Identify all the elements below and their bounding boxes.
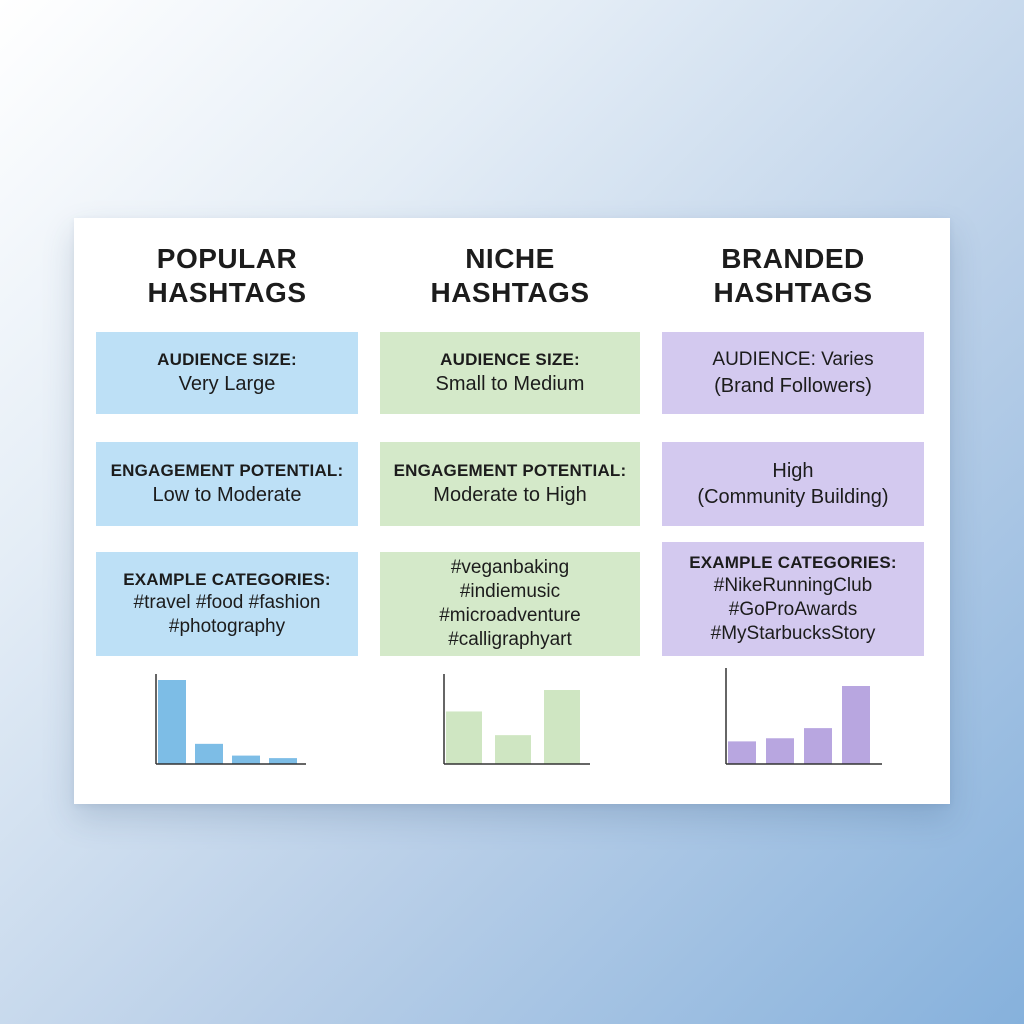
mini-bar-chart-popular <box>155 674 306 765</box>
engagement-label: ENGAGEMENT POTENTIAL: <box>110 461 344 480</box>
example-tag: #NikeRunningClub <box>713 575 873 596</box>
engagement-value: Moderate to High <box>433 484 587 506</box>
audience-value: Very Large <box>178 373 276 395</box>
engagement-box-branded: High (Community Building) <box>662 442 924 526</box>
column-title-branded: BRANDED HASHTAGS <box>713 243 873 308</box>
examples-label: EXAMPLE CATEGORIES: <box>123 570 331 589</box>
engagement-label: High <box>772 460 814 482</box>
engagement-value: (Community Building) <box>697 486 889 508</box>
bar <box>804 728 832 764</box>
audience-value: Small to Medium <box>435 373 585 395</box>
column-branded: BRANDED HASHTAGS AUDIENCE: Varies (Brand… <box>662 218 924 804</box>
mini-bar-chart-niche <box>443 674 590 765</box>
bar <box>766 738 794 764</box>
example-tag: #microadventure <box>439 605 581 626</box>
bar <box>158 680 186 764</box>
mini-bar-chart-branded <box>725 668 882 765</box>
audience-box-branded: AUDIENCE: Varies (Brand Followers) <box>662 332 924 414</box>
audience-label: AUDIENCE: Varies <box>712 349 874 370</box>
engagement-box-popular: ENGAGEMENT POTENTIAL: Low to Moderate <box>96 442 358 526</box>
example-tag: #GoProAwards <box>728 599 858 620</box>
audience-box-popular: AUDIENCE SIZE: Very Large <box>96 332 358 414</box>
audience-label: AUDIENCE SIZE: <box>157 350 297 369</box>
example-tag: #indiemusic <box>459 581 561 602</box>
example-tags: #photography <box>168 616 286 637</box>
column-niche: NICHE HASHTAGS AUDIENCE SIZE: Small to M… <box>380 218 640 804</box>
engagement-value: Low to Moderate <box>152 484 302 506</box>
bar <box>728 741 756 764</box>
audience-box-niche: AUDIENCE SIZE: Small to Medium <box>380 332 640 414</box>
examples-box-niche: #veganbaking #indiemusic #microadventure… <box>380 552 640 656</box>
example-tag: #calligraphyart <box>448 629 572 650</box>
engagement-label: ENGAGEMENT POTENTIAL: <box>393 461 627 480</box>
bar <box>269 758 297 764</box>
column-title-popular: POPULAR HASHTAGS <box>147 243 307 308</box>
bar <box>544 690 580 764</box>
audience-label: AUDIENCE SIZE: <box>440 350 580 369</box>
example-tag: #MyStarbucksStory <box>710 623 876 644</box>
comparison-card: POPULAR HASHTAGS AUDIENCE SIZE: Very Lar… <box>74 218 950 804</box>
column-popular: POPULAR HASHTAGS AUDIENCE SIZE: Very Lar… <box>96 218 358 804</box>
bar <box>195 743 223 764</box>
bar <box>495 735 531 764</box>
audience-value: (Brand Followers) <box>714 375 872 397</box>
examples-box-popular: EXAMPLE CATEGORIES: #travel #food #fashi… <box>96 552 358 656</box>
column-title-niche: NICHE HASHTAGS <box>430 243 590 308</box>
examples-label: EXAMPLE CATEGORIES: <box>689 553 897 572</box>
bar <box>446 711 482 764</box>
example-tag: #veganbaking <box>450 557 570 578</box>
engagement-box-niche: ENGAGEMENT POTENTIAL: Moderate to High <box>380 442 640 526</box>
bar <box>232 755 260 764</box>
examples-box-branded: EXAMPLE CATEGORIES: #NikeRunningClub #Go… <box>662 542 924 656</box>
bar <box>842 686 870 764</box>
example-tags: #travel #food #fashion <box>133 592 321 613</box>
